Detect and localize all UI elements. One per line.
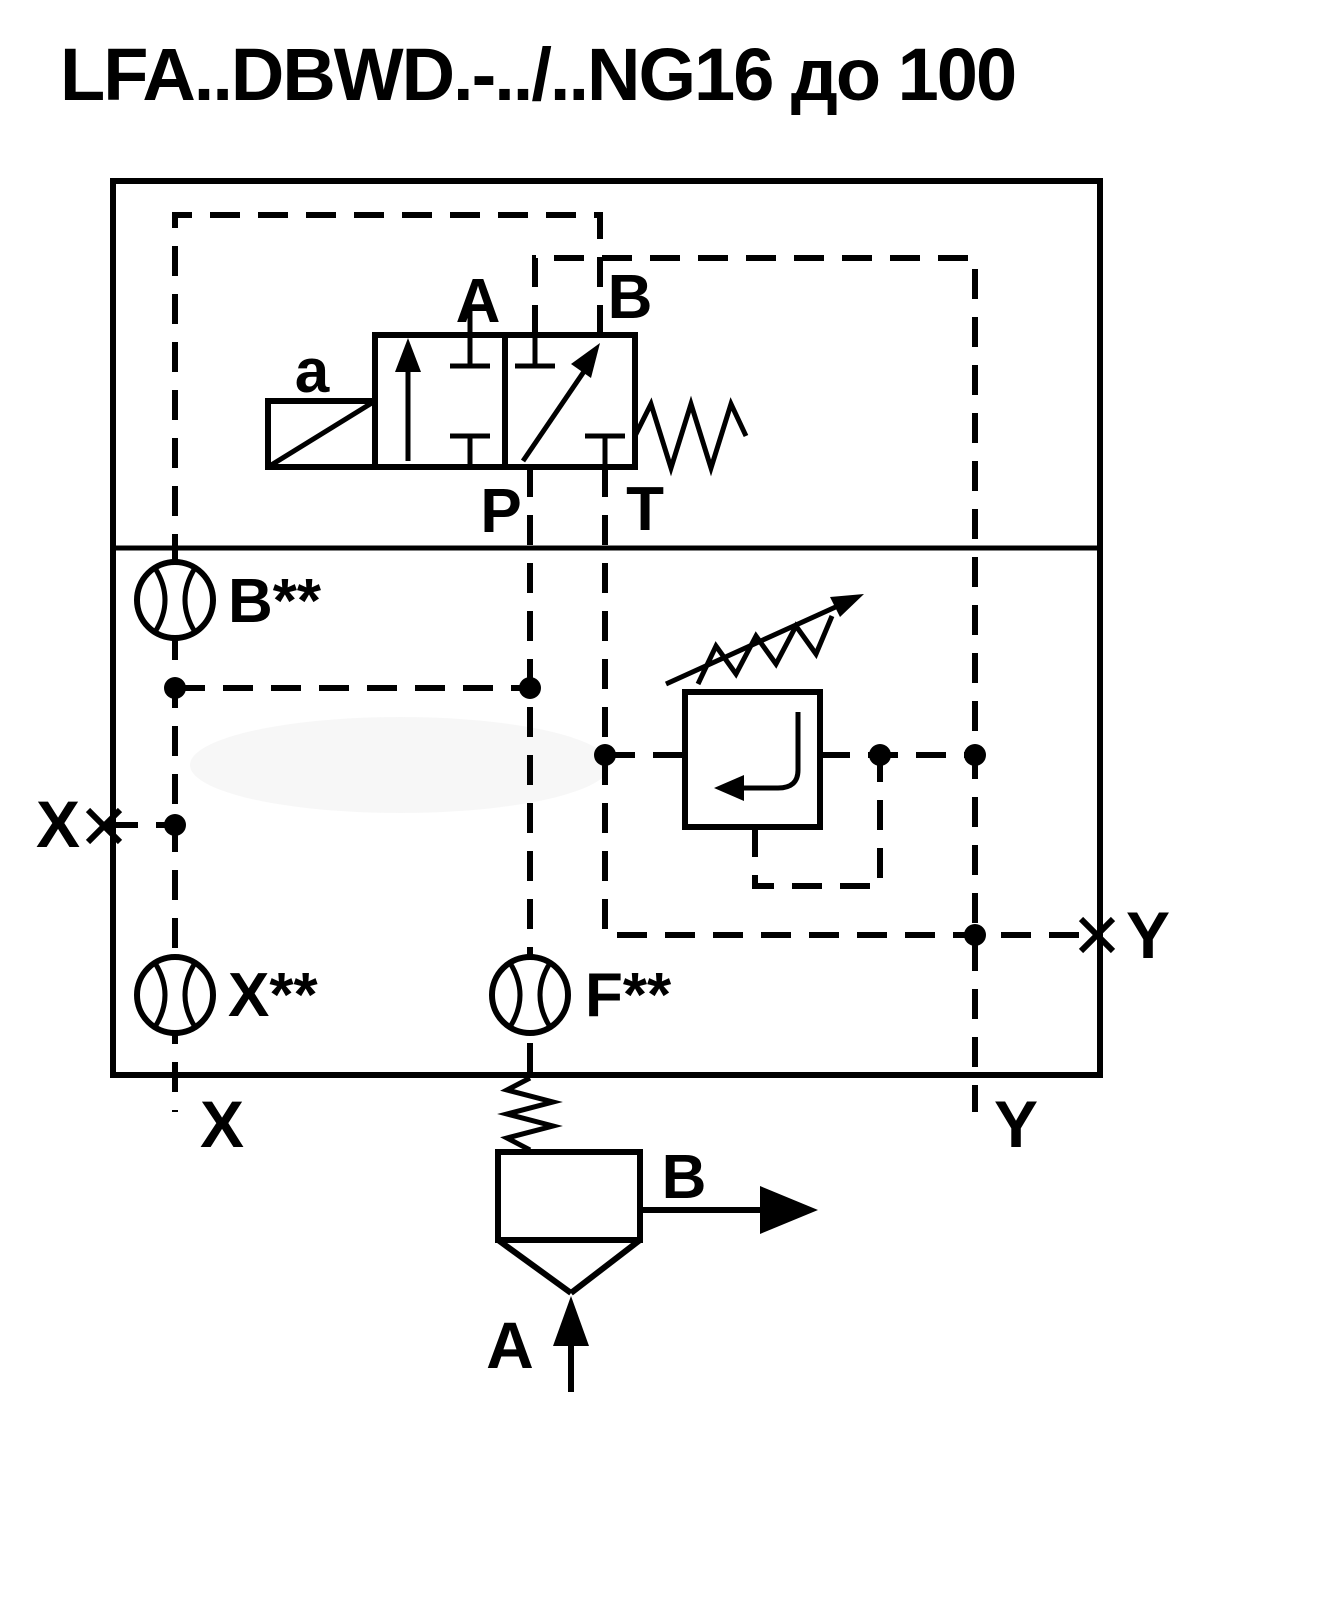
flow-arrow-up-head-icon xyxy=(395,338,421,372)
port-y-bottom-label: Y xyxy=(994,1087,1038,1161)
relief-flow-arrow-icon xyxy=(714,775,744,801)
orifice-x-icon xyxy=(134,954,216,1036)
pilot-directional-valve xyxy=(265,310,749,477)
adjustable-spring-icon xyxy=(695,615,835,686)
labels: a A B P T B** X** F** X X Y Y B A xyxy=(36,263,1170,1382)
orifice-x-circle xyxy=(134,954,216,1036)
port-a-arrow-icon xyxy=(553,1296,589,1346)
port-x-bottom-label: X xyxy=(200,1087,244,1161)
orifice-f-label: F** xyxy=(585,961,672,1030)
orifice-f-icon xyxy=(489,954,571,1036)
valve-position-right xyxy=(502,332,638,470)
relief-feedback-line xyxy=(752,758,883,889)
drain-line-t-to-y xyxy=(602,467,1092,938)
orifice-b-circle xyxy=(134,559,216,641)
port-b-arrow-icon xyxy=(760,1186,818,1234)
return-spring-icon xyxy=(632,395,749,477)
poppet-seat-left xyxy=(496,1237,573,1296)
relief-flow-path xyxy=(742,712,801,791)
main-cartridge-valve xyxy=(495,1075,818,1392)
solenoid-icon xyxy=(265,398,378,470)
pilot-line-spring-chamber xyxy=(532,255,978,1112)
junction-dot xyxy=(519,677,541,699)
scan-smudge xyxy=(190,717,610,813)
adjustment-arrow-shaft xyxy=(664,602,842,687)
main-spring-icon xyxy=(497,1075,563,1153)
main-valve-body xyxy=(495,1149,643,1243)
main-port-b-label: B xyxy=(662,1143,707,1212)
junction-dot xyxy=(869,744,891,766)
pilot-relief-valve xyxy=(664,594,864,830)
flow-arrow-diagonal-head-icon xyxy=(571,343,600,378)
pilot-port-b-label: B xyxy=(608,263,653,332)
pilot-port-p-label: P xyxy=(480,477,521,546)
orifice-b-label: B** xyxy=(228,567,322,636)
junction-dots xyxy=(164,677,986,946)
junction-dot xyxy=(164,677,186,699)
adjustment-arrow-head-icon xyxy=(830,594,864,617)
junction-dot xyxy=(964,924,986,946)
junction-dot xyxy=(164,814,186,836)
page-title: LFA..DBWD.-../..NG16 до 100 xyxy=(60,33,1015,116)
orifice-x-label: X** xyxy=(228,961,318,1030)
plugged-port-y-icon xyxy=(1078,916,1116,954)
orifice-b-icon xyxy=(134,559,216,641)
junction-dot xyxy=(964,744,986,766)
solenoid-label: a xyxy=(295,337,330,406)
plugged-port-x-icon xyxy=(85,807,123,845)
port-y-right-label: Y xyxy=(1126,898,1170,972)
flow-arrow-diagonal-shaft xyxy=(520,368,588,463)
pilot-port-t-label: T xyxy=(626,475,664,544)
poppet-seat-right xyxy=(569,1237,642,1296)
control-block-outline xyxy=(110,178,1103,1078)
main-port-a-label: A xyxy=(486,1308,534,1382)
orifice-f-circle xyxy=(489,954,571,1036)
pilot-line-x xyxy=(172,212,603,1112)
junction-dot xyxy=(594,744,616,766)
pilot-port-a-label: A xyxy=(456,267,501,336)
port-x-left-label: X xyxy=(36,787,80,861)
